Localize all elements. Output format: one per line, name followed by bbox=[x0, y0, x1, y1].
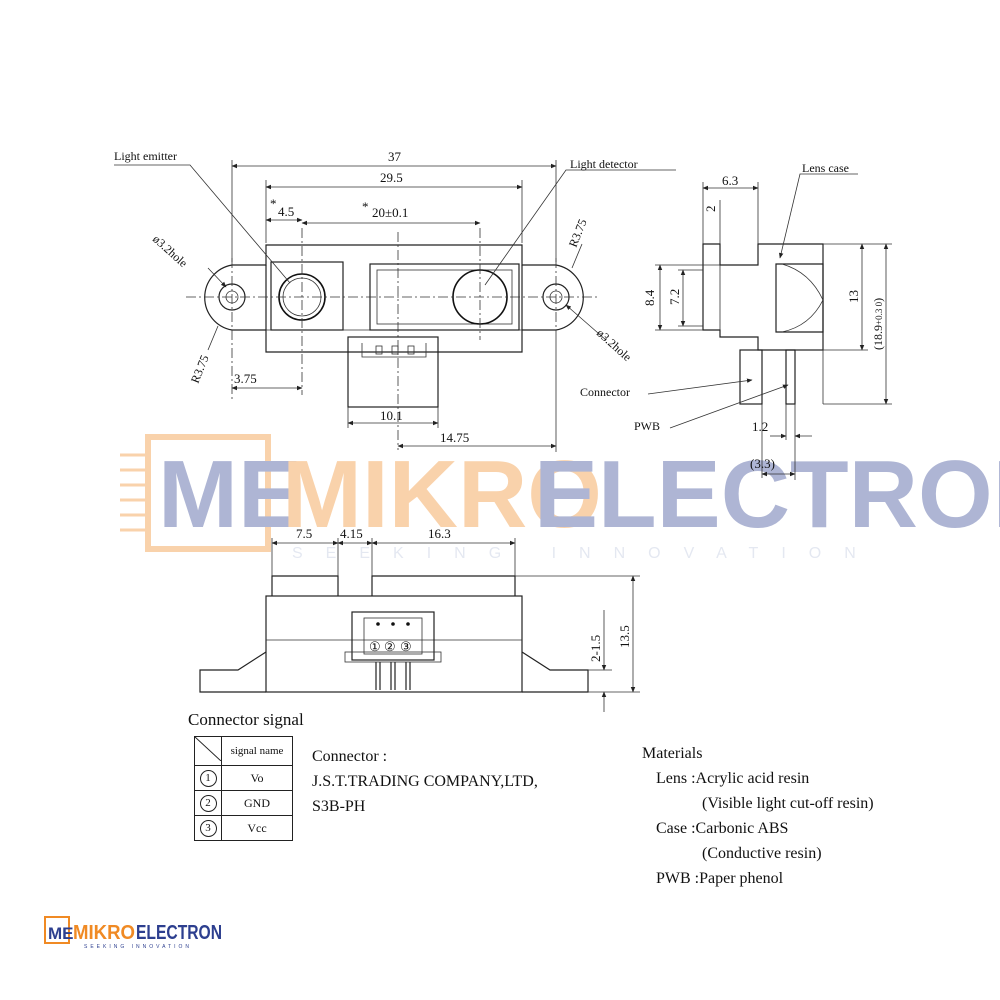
materials-lens: Lens :Acrylic acid resin bbox=[656, 770, 810, 787]
watermark-tagline: SEEKING INNOVATION bbox=[292, 545, 879, 562]
side-view: 6.3 2 8.4 7.2 13 (18.9+0.3 0) Lens case … bbox=[580, 161, 892, 480]
watermark: ME MIKRO ELECTRON SEEKING INNOVATION bbox=[120, 434, 1000, 562]
side-connector bbox=[739, 349, 763, 405]
watermark-prefix: ME bbox=[158, 441, 302, 548]
table-row: 2 GND bbox=[194, 790, 293, 816]
connector-info-maker: J.S.T.TRADING COMPANY,LTD, bbox=[312, 773, 538, 790]
pin-1-label: ① bbox=[369, 639, 381, 654]
signal-name: GND bbox=[221, 790, 293, 816]
label-connector: Connector bbox=[580, 385, 630, 399]
materials-block: Materials Lens :Acrylic acid resin (Visi… bbox=[642, 741, 874, 891]
dim-37: 37 bbox=[388, 149, 402, 164]
logo-brand-b: ELECTRON bbox=[136, 922, 222, 944]
label-light-detector: Light detector bbox=[570, 157, 638, 171]
dim-2: 2 bbox=[703, 206, 718, 213]
dim-4-15: 4.15 bbox=[340, 526, 363, 541]
bottom-connector bbox=[351, 611, 435, 661]
watermark-brand-a: MIKRO bbox=[282, 441, 602, 548]
dim-7-2: 7.2 bbox=[667, 289, 682, 305]
svg-text:*: * bbox=[270, 196, 277, 211]
label-lens-case: Lens case bbox=[802, 161, 849, 175]
logo-frame-icon bbox=[44, 916, 70, 944]
label-pwb: PWB bbox=[634, 419, 660, 433]
signal-name: Vcc bbox=[221, 815, 293, 841]
front-view: 37 29.5 * 4.5 * 20±0.1 3.75 10.1 14.75 ø… bbox=[114, 149, 676, 452]
mikroelectron-logo: ME MIKRO ELECTRON SEEKING INNOVATION bbox=[44, 916, 222, 950]
materials-case: Case :Carbonic ABS bbox=[656, 820, 789, 837]
logo-chip-pins-icon bbox=[44, 921, 45, 938]
connector-signal-table: signal name 1 Vo 2 GND 3 Vcc bbox=[194, 736, 293, 841]
connector-info-label: Connector : bbox=[312, 748, 388, 765]
bottom-emitter-top bbox=[271, 575, 339, 596]
bottom-view: ① ② ③ 7.5 4.15 16.3 13.5 2-1.5 bbox=[199, 526, 640, 712]
watermark-logo-frame-icon bbox=[145, 434, 271, 552]
label-light-emitter: Light emitter bbox=[114, 149, 177, 163]
logo-brand-a: MIKRO bbox=[73, 922, 135, 944]
pin-2-label: ② bbox=[384, 639, 396, 654]
watermark-chip-pins-icon bbox=[120, 453, 148, 532]
svg-text:*: * bbox=[362, 199, 369, 214]
bottom-detector-top bbox=[371, 575, 516, 596]
pin-3-label: ③ bbox=[400, 639, 412, 654]
pin-number: 3 bbox=[199, 819, 217, 837]
connector-signal-title: Connector signal bbox=[188, 710, 304, 729]
signal-name-header: signal name bbox=[221, 736, 293, 766]
logo-prefix: ME bbox=[48, 924, 74, 943]
label-r-bottom: R3.75 bbox=[188, 353, 212, 385]
dim-6-3: 6.3 bbox=[722, 173, 738, 188]
connector-info: Connector : J.S.T.TRADING COMPANY,LTD, S… bbox=[312, 744, 538, 819]
bottom-left-flange bbox=[199, 651, 267, 693]
dim-8-4: 8.4 bbox=[642, 289, 657, 306]
label-r-top: R3.75 bbox=[566, 217, 590, 249]
dim-3-3: (3.3) bbox=[750, 456, 775, 471]
side-pwb bbox=[785, 349, 796, 405]
watermark-brand-b: ELECTRON bbox=[534, 441, 1000, 548]
table-header-row: signal name bbox=[194, 736, 293, 766]
dim-3-75: 3.75 bbox=[234, 371, 257, 386]
bottom-body bbox=[265, 595, 523, 693]
table-row: 1 Vo bbox=[194, 765, 293, 791]
dim-2-1-5: 2-1.5 bbox=[588, 635, 603, 662]
dim-16-3: 16.3 bbox=[428, 526, 451, 541]
materials-pwb: PWB :Paper phenol bbox=[656, 870, 784, 887]
label-hole-right: ø3.2hole bbox=[594, 326, 634, 364]
dim-20: 20±0.1 bbox=[372, 205, 408, 220]
signal-name: Vo bbox=[221, 765, 293, 791]
dim-13-5: 13.5 bbox=[617, 625, 632, 648]
materials-lens-note: (Visible light cut-off resin) bbox=[702, 795, 874, 812]
dim-1-2: 1.2 bbox=[752, 419, 768, 434]
dim-29-5: 29.5 bbox=[380, 170, 403, 185]
logo-tagline: SEEKING INNOVATION bbox=[84, 944, 192, 950]
table-row: 3 Vcc bbox=[194, 815, 293, 841]
materials-case-note: (Conductive resin) bbox=[702, 845, 822, 862]
connector-info-part: S3B-PH bbox=[312, 798, 366, 815]
dim-4-5: 4.5 bbox=[278, 204, 294, 219]
dim-10-1: 10.1 bbox=[380, 408, 403, 423]
label-hole-left: ø3.2hole bbox=[150, 232, 190, 270]
pin-number: 2 bbox=[199, 794, 217, 812]
front-housing-outline bbox=[204, 244, 584, 353]
pin-number: 1 bbox=[199, 769, 217, 787]
diagonal-slash-icon bbox=[194, 736, 222, 762]
dim-7-5: 7.5 bbox=[296, 526, 312, 541]
side-lens bbox=[775, 263, 824, 333]
dim-18-9: (18.9+0.3 0) bbox=[871, 298, 885, 350]
emitter-window bbox=[270, 261, 344, 331]
dim-13: 13 bbox=[846, 290, 861, 303]
side-housing-outline bbox=[702, 243, 824, 351]
bottom-right-flange bbox=[521, 651, 589, 693]
dim-14-75: 14.75 bbox=[440, 430, 469, 445]
front-connector-body bbox=[347, 336, 439, 408]
materials-title: Materials bbox=[642, 745, 703, 762]
